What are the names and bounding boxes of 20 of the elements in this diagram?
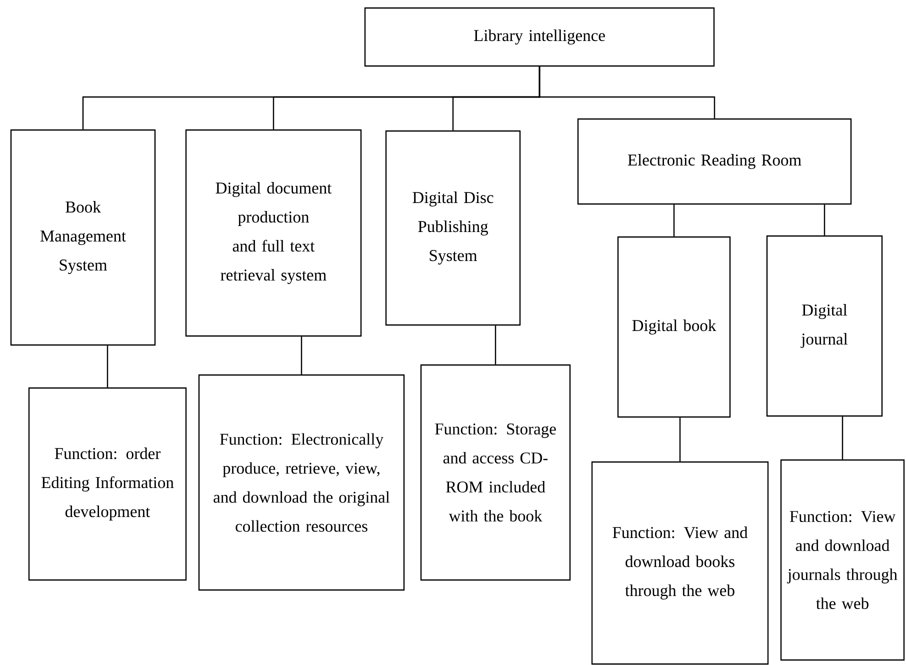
system-box: Digital book (617, 236, 731, 418)
connector-line (824, 204, 826, 236)
function-box: Function: Storage and access CD-ROM included with the book (420, 364, 571, 581)
function-box: Function: order Editing Information development (28, 387, 187, 581)
system-box: Digital journal (766, 235, 883, 417)
connector-line (673, 204, 675, 236)
connector-line (842, 416, 844, 460)
system-box: Book Management System (10, 129, 156, 346)
function-box: Function: Electronically produce, retrieve, view, and download the original collection resources (198, 374, 405, 591)
system-box: Digital Disc Publishing System (385, 130, 521, 326)
function-box: Function: View and download journals through the web (780, 459, 905, 661)
connector-line (679, 418, 681, 462)
function-box: Function: View and download books through the web (591, 461, 769, 665)
title-box: Library intelligence (364, 7, 715, 67)
connector-line (494, 326, 496, 364)
connector-line (538, 66, 716, 118)
system-box: Digital document production and full text retrieval system (185, 129, 362, 337)
connector-line (106, 346, 108, 388)
connector-line (300, 336, 302, 374)
system-box: Electronic Reading Room (577, 118, 852, 205)
